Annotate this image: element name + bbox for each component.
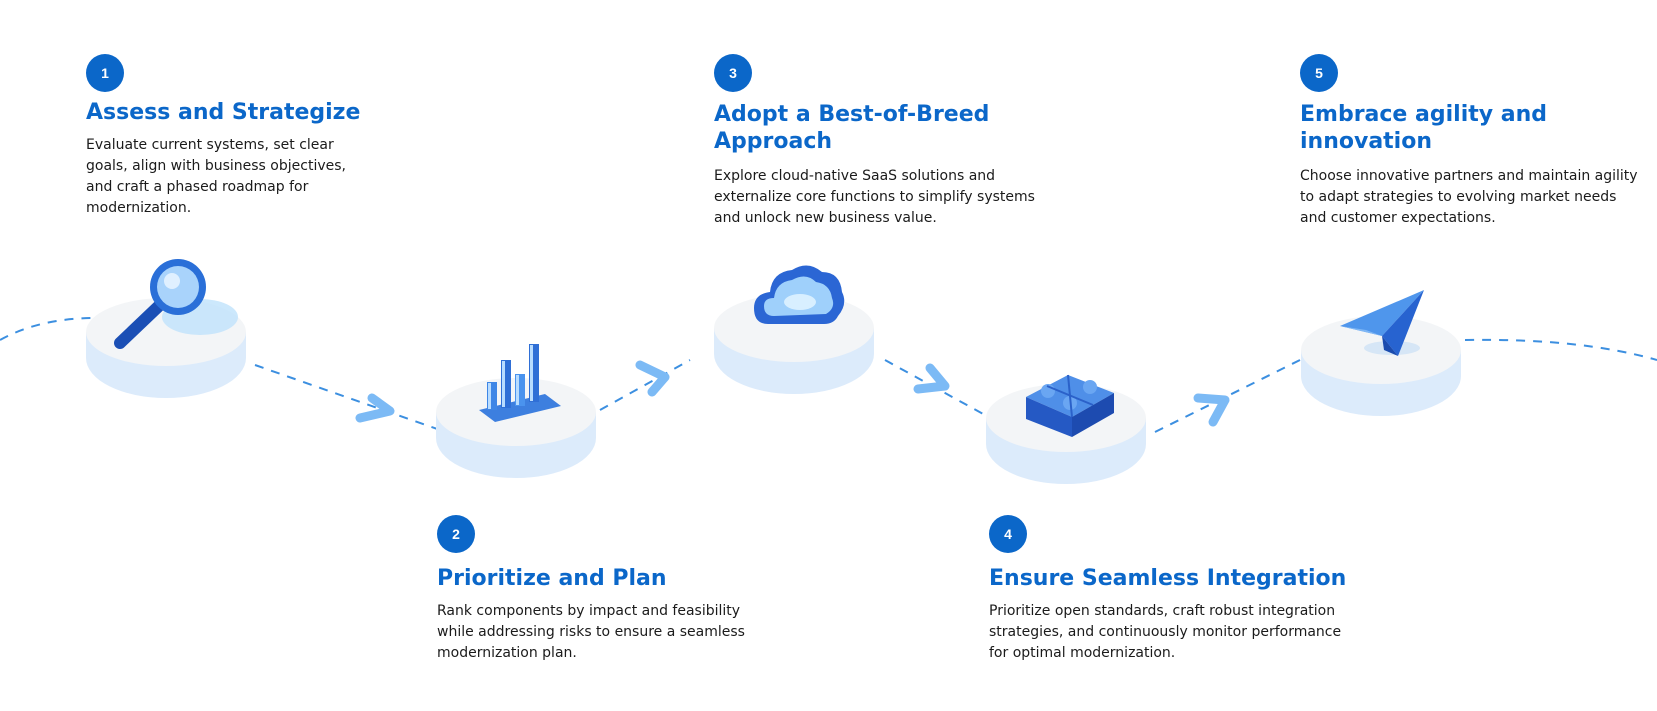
step-description: Explore cloud-native SaaS solutions and … — [714, 168, 1035, 226]
step-title: Prioritize and Plan — [437, 566, 667, 591]
step-description: Rank components by impact and feasibilit… — [437, 603, 745, 661]
step-description: Evaluate current systems, set clear goal… — [86, 137, 346, 216]
step-title: Adopt a Best-of-Breed Approach — [714, 102, 990, 154]
pedestal — [1301, 316, 1461, 416]
step-title: Ensure Seamless Integration — [989, 566, 1347, 591]
bar-chart-icon — [479, 344, 561, 422]
step-description: Prioritize open standards, craft robust … — [989, 603, 1342, 661]
step-number-badge: 4 — [989, 515, 1027, 553]
arrow-chevron-3 — [913, 363, 950, 394]
magnifier-icon — [114, 259, 238, 349]
step-number-badge: 1 — [86, 54, 124, 92]
step-number-badge: 3 — [714, 54, 752, 92]
puzzle-icon — [1026, 374, 1114, 437]
arrow-chevron-2 — [635, 360, 670, 397]
cloud-icon — [754, 265, 845, 324]
step-number-badge: 5 — [1300, 54, 1338, 92]
arrow-chevron-4 — [1193, 393, 1230, 427]
arrow-chevron-1 — [355, 393, 395, 423]
step-title: Embrace agility and innovation — [1300, 102, 1548, 154]
step-description: Choose innovative partners and maintain … — [1300, 168, 1638, 226]
paper-plane-icon — [1340, 290, 1424, 356]
step-number-badge: 2 — [437, 515, 475, 553]
step-title: Assess and Strategize — [86, 100, 361, 125]
